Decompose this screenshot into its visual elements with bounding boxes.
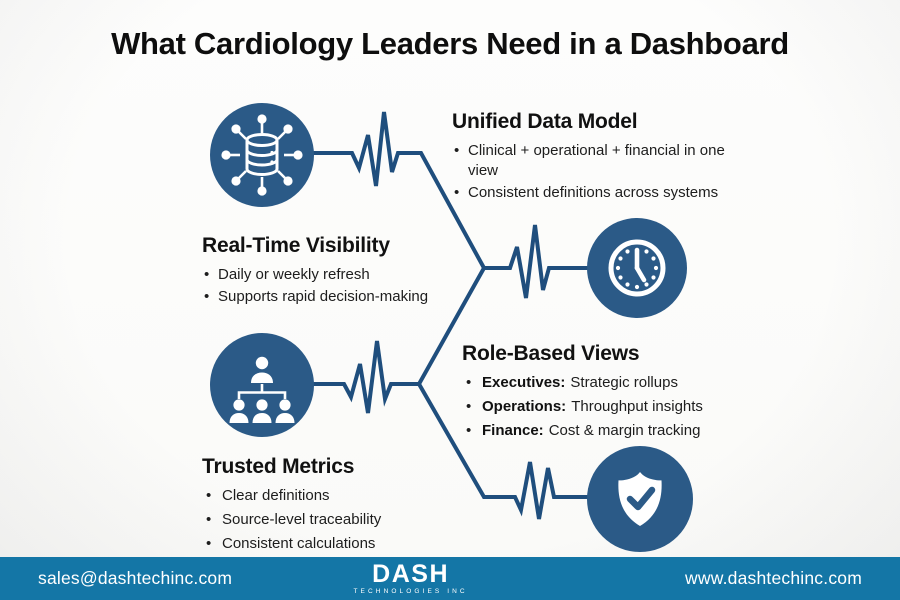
section-unified-data-model: Unified Data Model Clinical + operationa… — [452, 110, 737, 205]
bullet-lead: Finance: — [482, 422, 544, 439]
footer-website: www.dashtechinc.com — [685, 568, 862, 588]
footer-email: sales@dashtechinc.com — [38, 568, 233, 588]
bullet-item: Consistent definitions across systems — [452, 183, 737, 203]
org-chart-icon — [210, 333, 314, 442]
bullet-item: Finance:Cost & margin tracking — [462, 421, 703, 441]
bullet-text: Strategic rollups — [570, 374, 678, 391]
section-heading: Unified Data Model — [452, 110, 638, 133]
bullet-item: Clinical + operational + financial in on… — [452, 141, 737, 181]
bullet-text: Throughput insights — [571, 398, 703, 415]
bullet-item: Supports rapid decision-making — [202, 287, 428, 307]
clock-icon — [587, 218, 687, 323]
ecg-line-org — [312, 340, 421, 414]
ecg-line-top — [312, 111, 486, 270]
section-bullets: Clinical + operational + financial in on… — [452, 141, 737, 203]
bullet-lead: Operations: — [482, 398, 567, 415]
section-role-based-views: Role-Based Views Executives:Strategic ro… — [462, 342, 703, 445]
ecg-line-fork-up — [417, 266, 486, 386]
logo-subtitle: TECHNOLOGIES INC — [353, 587, 468, 595]
bullet-item: Daily or weekly refresh — [202, 265, 428, 285]
ecg-line-fork-down-to-shield — [417, 382, 590, 520]
logo-name: DASH — [372, 559, 450, 588]
page-title: What Cardiology Leaders Need in a Dashbo… — [111, 26, 789, 61]
bullet-item: Executives:Strategic rollups — [462, 373, 703, 393]
section-bullets: Executives:Strategic rollups Operations:… — [462, 373, 703, 441]
database-network-icon — [210, 103, 314, 212]
bullet-item: Consistent calculations — [202, 534, 381, 554]
section-heading: Real-Time Visibility — [202, 234, 390, 257]
infographic-canvas: What Cardiology Leaders Need in a Dashbo… — [0, 0, 900, 557]
ecg-connector-lines — [312, 111, 590, 520]
bullet-text: Cost & margin tracking — [548, 422, 701, 439]
bullet-item: Operations:Throughput insights — [462, 397, 703, 417]
section-heading: Role-Based Views — [462, 342, 640, 365]
bullet-lead: Executives: — [482, 374, 566, 391]
section-real-time-visibility: Real-Time Visibility Daily or weekly ref… — [202, 234, 428, 309]
section-trusted-metrics: Trusted Metrics Clear definitions Source… — [202, 455, 381, 558]
section-heading: Trusted Metrics — [202, 455, 355, 478]
dash-technologies-logo: DASH TECHNOLOGIES INC — [353, 559, 468, 596]
section-bullets: Daily or weekly refresh Supports rapid d… — [202, 265, 428, 307]
ecg-line-to-clock — [482, 224, 590, 299]
bullet-item: Clear definitions — [202, 486, 381, 506]
shield-check-icon — [587, 446, 693, 557]
bullet-item: Source-level traceability — [202, 510, 381, 530]
footer-bar: sales@dashtechinc.com DASH TECHNOLOGIES … — [0, 557, 900, 600]
section-bullets: Clear definitions Source-level traceabil… — [202, 486, 381, 554]
